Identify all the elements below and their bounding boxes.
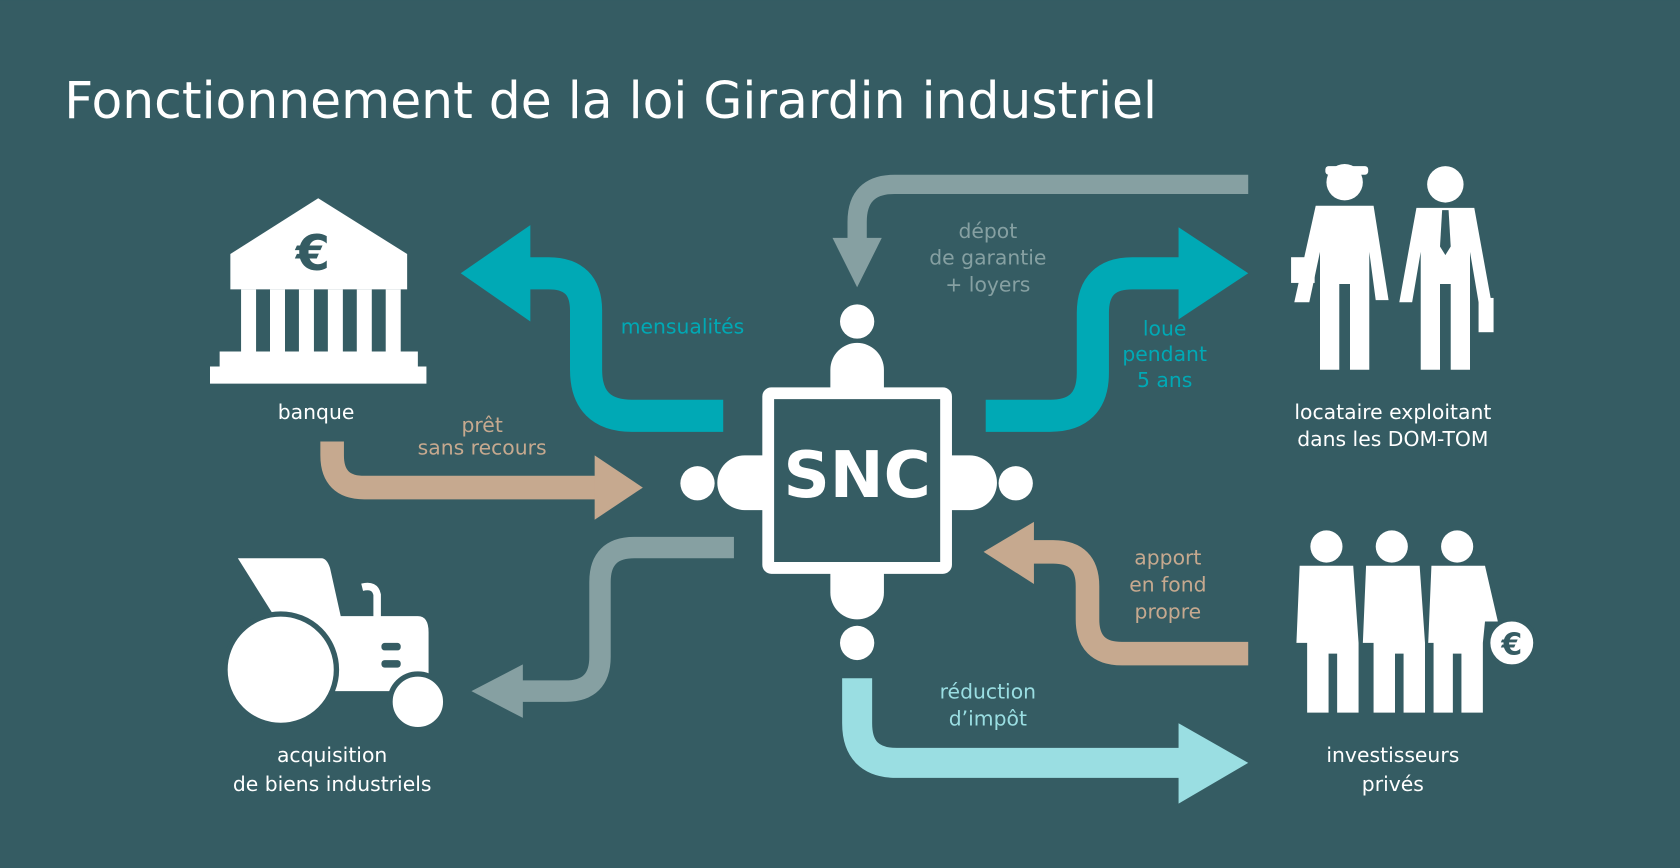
folder-icon xyxy=(1291,257,1315,283)
arrow-apport xyxy=(983,521,1249,666)
bank-icon: € xyxy=(210,198,427,384)
person-body-icon xyxy=(830,342,884,388)
flow-label-loue-3: 5 ans xyxy=(1137,368,1192,392)
arrow-reduction xyxy=(842,678,1249,804)
flow-label-loue-2: pendant xyxy=(1122,342,1207,366)
investors-icon: € xyxy=(1296,530,1538,713)
bank-label: banque xyxy=(278,400,355,424)
briefcase-icon xyxy=(1478,297,1494,333)
acquisition-label-2: de biens industriels xyxy=(233,772,432,796)
arrow-loue xyxy=(985,227,1249,432)
person-body-icon xyxy=(951,455,997,511)
person-head-icon xyxy=(840,625,875,661)
flow-label-apport-1: apport xyxy=(1134,546,1201,570)
snc-label: SNC xyxy=(784,438,931,513)
cap-icon xyxy=(1325,166,1369,175)
snc-box xyxy=(762,387,952,574)
arrow-depot xyxy=(832,174,1249,288)
arrow-mensualites xyxy=(460,225,724,432)
page-title: Fonctionnement de la loi Girardin indust… xyxy=(64,71,1157,130)
tenant-people-icon xyxy=(1291,164,1494,370)
flow-label-apport-2: en fond xyxy=(1129,572,1206,596)
tenant-label-1: locataire exploitant xyxy=(1294,400,1491,424)
person-head-icon xyxy=(840,304,875,339)
person-head-icon xyxy=(680,466,715,501)
flow-label-mensualites: mensualités xyxy=(621,314,745,338)
arrow-pret xyxy=(320,441,643,520)
tie-icon xyxy=(1440,210,1451,256)
flow-label-reduction-1: réduction xyxy=(940,680,1036,704)
investors-label-2: privés xyxy=(1362,772,1424,796)
snc-group: SNC xyxy=(680,304,1033,661)
flow-label-depot-1: dépot xyxy=(958,219,1017,243)
flow-label-apport-3: propre xyxy=(1135,599,1202,623)
flow-label-depot-2: de garantie xyxy=(929,246,1046,270)
flow-label-reduction-2: d’impôt xyxy=(949,706,1027,730)
tenant-label-2: dans les DOM-TOM xyxy=(1297,427,1488,451)
euro-icon: € xyxy=(295,224,330,282)
coin-euro-symbol: € xyxy=(1500,628,1522,663)
flow-label-pret-1: prêt xyxy=(461,413,502,437)
acquisition-label-1: acquisition xyxy=(277,743,387,767)
flow-label-pret-2: sans recours xyxy=(418,435,547,459)
tractor-icon xyxy=(222,558,449,733)
person-head-icon xyxy=(998,466,1033,501)
flow-label-loue-1: loue xyxy=(1143,316,1187,340)
flow-label-depot-3: + loyers xyxy=(945,273,1030,297)
person-body-icon xyxy=(830,573,884,620)
euro-coin-icon xyxy=(1486,617,1538,669)
investors-label-1: investisseurs xyxy=(1326,743,1459,767)
arrow-acquisition xyxy=(471,536,734,718)
person-body-icon xyxy=(717,455,763,511)
